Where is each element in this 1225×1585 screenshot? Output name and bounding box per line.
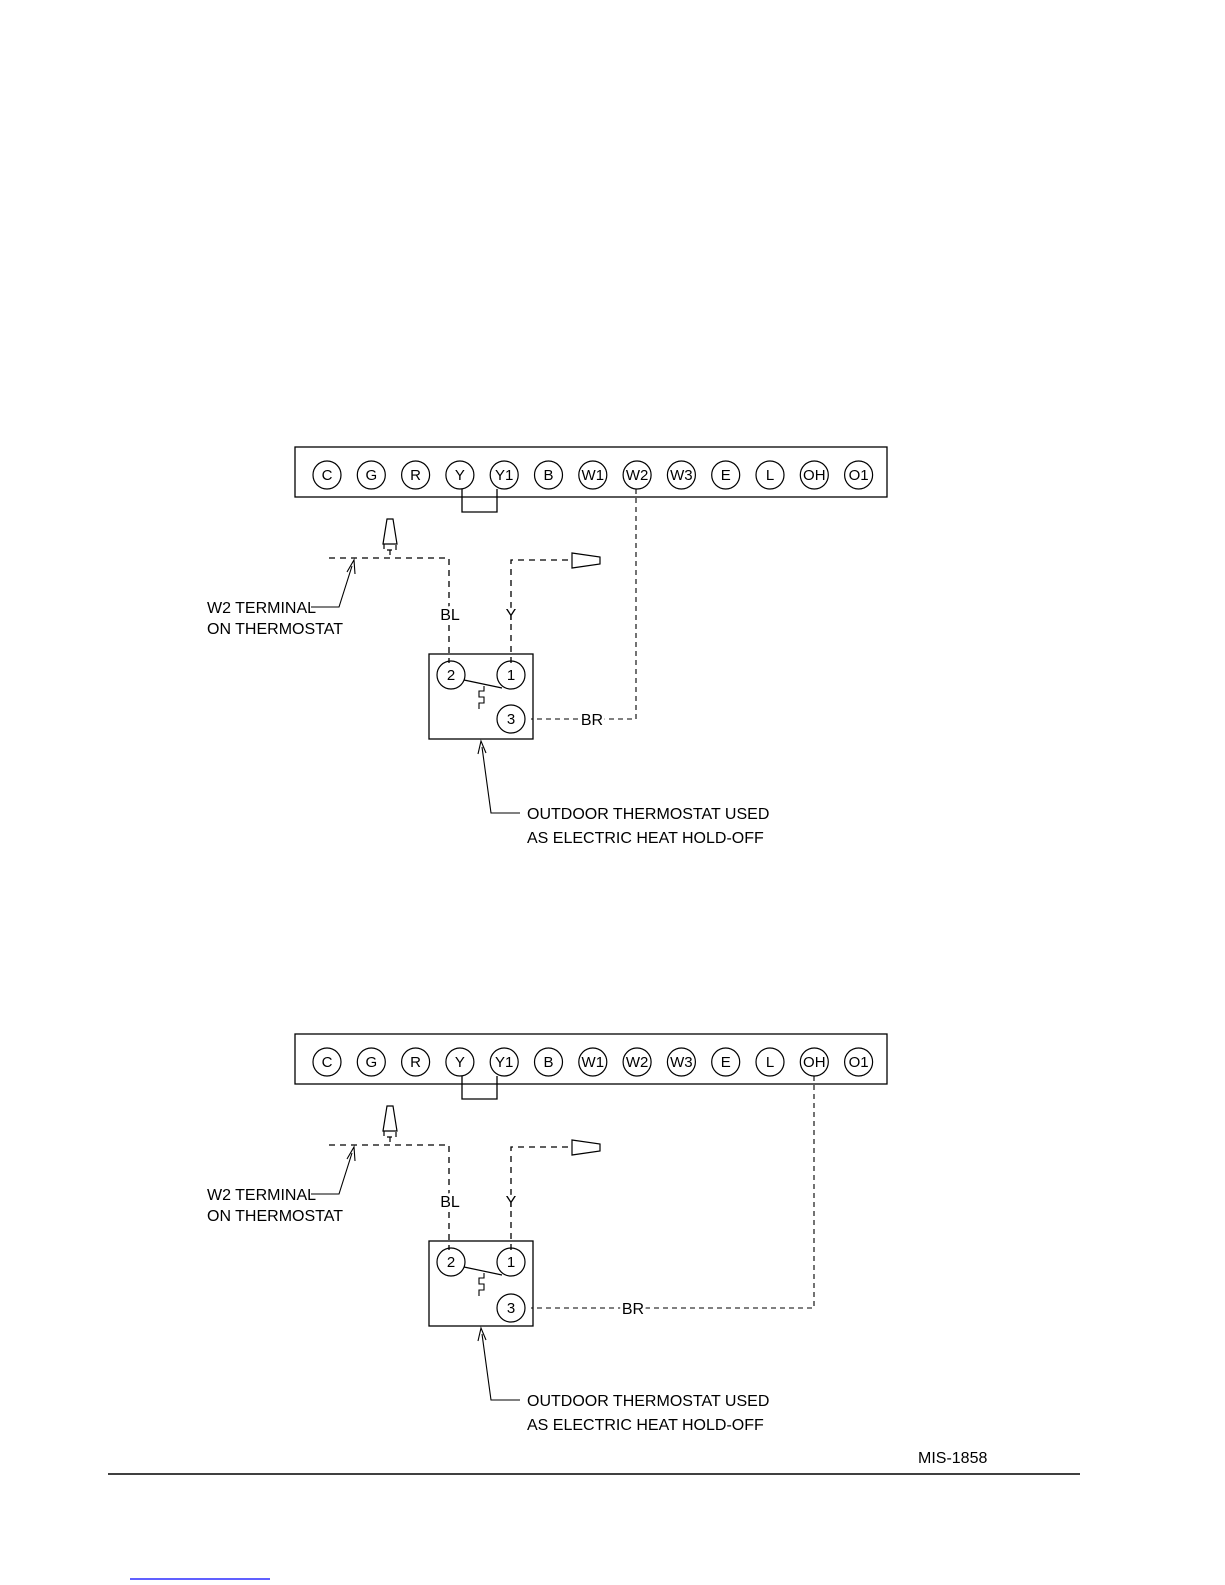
wire-y-label-2: Y (506, 1194, 517, 1211)
outdoor-label-2-line1: OUTDOOR THERMOSTAT USED (527, 1393, 769, 1410)
terminal-w3-label: W3 (670, 467, 693, 484)
terminal-oh-label: OH (803, 467, 826, 484)
wire-y-label-1: Y (506, 607, 517, 624)
terminal-r-label: R (410, 1054, 421, 1071)
w2-leader-2 (311, 1153, 352, 1194)
wire-bl-label-2: BL (440, 1194, 460, 1211)
jumper-y-y1-2 (462, 1076, 497, 1099)
wire-nut-upper-1-lead (384, 544, 396, 558)
switch-blade-1 (464, 680, 502, 688)
w2-thermostat-line-2 (329, 1145, 449, 1250)
outdoor-terminal-2-label-1: 2 (447, 667, 455, 684)
terminal-g-label: G (365, 467, 377, 484)
terminal-b-label: B (543, 1054, 553, 1071)
w2-leader-arrow-1 (347, 560, 355, 574)
terminal-w1-label: W1 (582, 1054, 605, 1071)
switch-blade-2 (464, 1267, 502, 1275)
br-wire-1 (531, 489, 636, 719)
terminal-b-label: B (543, 467, 553, 484)
outdoor-terminal-2-label-2: 2 (447, 1254, 455, 1271)
terminal-w2-label: W2 (626, 1054, 649, 1071)
terminal-y-label: Y (455, 1054, 465, 1071)
terminal-oh-label: OH (803, 1054, 826, 1071)
terminal-c-label: C (322, 467, 333, 484)
terminal-w2-label: W2 (626, 467, 649, 484)
bimetal-symbol-1 (479, 686, 484, 709)
terminal-r-label: R (410, 467, 421, 484)
jumper-y-y1-1 (462, 489, 497, 512)
wiring-diagram-2: C G R Y Y1 B W1 W2 W3 E L OH O1 2 1 3 W2 TERMINAL ON… (207, 1034, 887, 1434)
terminal-w1-label: W1 (582, 467, 605, 484)
outdoor-leader-1 (482, 747, 520, 813)
outdoor-terminal-1-label-2: 1 (507, 1254, 515, 1271)
bimetal-symbol-2 (479, 1273, 484, 1296)
terminal-o1-label: O1 (849, 467, 869, 484)
outdoor-label-2-line2: AS ELECTRIC HEAT HOLD-OFF (527, 1417, 764, 1434)
terminal-strip-2-terminals: C G R Y Y1 B W1 W2 W3 E L OH O1 (313, 1048, 873, 1076)
wire-nut-right-1 (572, 553, 600, 568)
outdoor-label-1-line1: OUTDOOR THERMOSTAT USED (527, 806, 769, 823)
y-wire-2 (511, 1147, 572, 1250)
w2-thermostat-label-1: ON THERMOSTAT (207, 621, 343, 638)
outdoor-label-1-line2: AS ELECTRIC HEAT HOLD-OFF (527, 830, 764, 847)
w2-leader-1 (311, 566, 352, 607)
wire-nut-upper-1 (383, 519, 397, 544)
w2-terminal-label-2: W2 TERMINAL (207, 1187, 316, 1204)
terminal-c-label: C (322, 1054, 333, 1071)
wire-bl-label-1: BL (440, 607, 460, 624)
w2-leader-arrow-2 (347, 1147, 355, 1161)
terminal-l-label: L (766, 467, 774, 484)
terminal-l-label: L (766, 1054, 774, 1071)
w2-terminal-label-1: W2 TERMINAL (207, 600, 316, 617)
wire-br-label-1: BR (581, 712, 603, 729)
terminal-w3-label: W3 (670, 1054, 693, 1071)
terminal-y1-label: Y1 (495, 467, 513, 484)
w2-thermostat-line-1 (329, 558, 449, 663)
outdoor-terminal-3-label-2: 3 (507, 1300, 515, 1317)
wire-br-label-2: BR (622, 1301, 644, 1318)
document-code: MIS-1858 (918, 1450, 987, 1467)
y-wire-1 (511, 560, 572, 663)
br-wire-2 (531, 1076, 814, 1308)
outdoor-terminal-3-label-1: 3 (507, 711, 515, 728)
wire-nut-right-2 (572, 1140, 600, 1155)
wire-nut-upper-2-lead (384, 1131, 396, 1145)
w2-thermostat-label-2: ON THERMOSTAT (207, 1208, 343, 1225)
terminal-strip-1-terminals: C G R Y Y1 B W1 W2 W3 E L OH O1 (313, 461, 873, 489)
wire-nut-upper-2 (383, 1106, 397, 1131)
terminal-o1-label: O1 (849, 1054, 869, 1071)
terminal-y1-label: Y1 (495, 1054, 513, 1071)
terminal-g-label: G (365, 1054, 377, 1071)
outdoor-terminal-1-label-1: 1 (507, 667, 515, 684)
terminal-e-label: E (721, 467, 731, 484)
outdoor-leader-2 (482, 1334, 520, 1400)
terminal-y-label: Y (455, 467, 465, 484)
terminal-e-label: E (721, 1054, 731, 1071)
